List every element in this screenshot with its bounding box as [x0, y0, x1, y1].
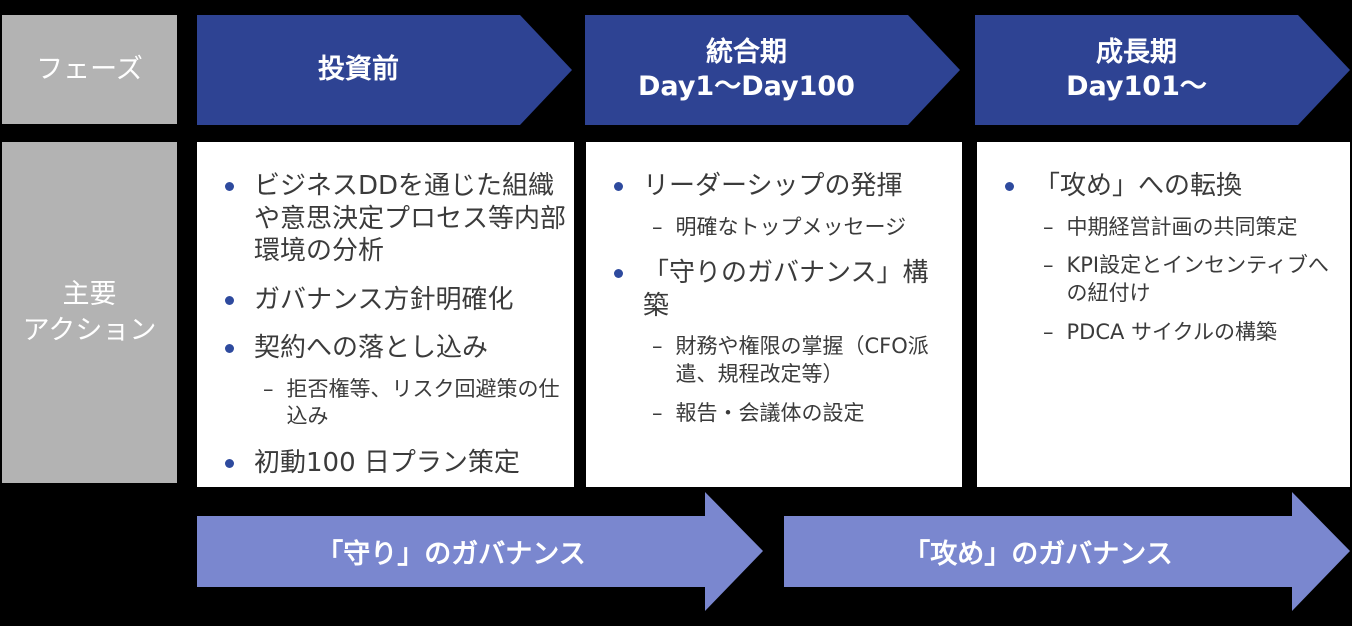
bullet-dot-icon	[614, 269, 623, 279]
actions-list: 「攻め」への転換–中期経営計画の共同策定–KPI設定とインセンティブへの紐付け–…	[999, 170, 1342, 346]
dash-icon: –	[652, 400, 663, 425]
dash-icon: –	[652, 214, 663, 239]
action-bullet-item: リーダーシップの発揮	[608, 170, 954, 203]
actions-list: ビジネスDDを通じた組織や意思決定プロセス等内部環境の分析ガバナンス方針明確化契…	[219, 170, 566, 479]
offensive-governance-label: 「攻め」のガバナンス	[903, 539, 1173, 570]
bullet-dot-icon	[225, 458, 234, 468]
phase-row-label: フェーズ	[2, 15, 177, 124]
action-sub-item: –財務や権限の掌握（CFO派遣、規程改定等）	[608, 333, 954, 388]
phase-arrow-title-line: 統合期	[706, 37, 787, 69]
action-bullet-item: 「攻め」への転換	[999, 170, 1342, 203]
dash-icon: –	[652, 334, 663, 359]
phase-arrow-title-line: Day1〜Day100	[638, 71, 855, 102]
action-text: 報告・会議体の設定	[675, 400, 865, 425]
action-text: 初動100 日プラン策定	[254, 447, 520, 478]
offensive-governance-arrow: 「攻め」のガバナンス	[784, 492, 1350, 611]
bullet-dot-icon	[225, 182, 234, 191]
action-sub-item: –拒否権等、リスク回避策の仕込み	[219, 376, 566, 431]
phase-arrow-title-line: 投資前	[318, 54, 399, 86]
action-text: 財務や権限の掌握（CFO派遣、規程改定等）	[675, 334, 929, 386]
action-text: KPI設定とインセンティブへの紐付け	[1066, 253, 1329, 305]
dash-icon: –	[1043, 253, 1054, 278]
dash-icon: –	[263, 376, 274, 401]
action-text: リーダーシップの発揮	[643, 171, 903, 201]
action-bullet-item: ガバナンス方針明確化	[219, 284, 566, 317]
action-text: 契約への落とし込み	[254, 333, 489, 363]
phase-arrow-title-line: Day101〜	[1066, 71, 1207, 102]
action-text: 「攻め」への転換	[1034, 171, 1243, 201]
phase-arrow-title-line: 成長期	[1096, 37, 1177, 69]
action-text: ガバナンス方針明確化	[254, 284, 514, 315]
phase-arrow-pre-investment: 投資前	[197, 15, 572, 125]
action-sub-item: –中期経営計画の共同策定	[999, 214, 1342, 242]
action-sub-item: –報告・会議体の設定	[608, 400, 954, 428]
bullet-dot-icon	[1005, 182, 1014, 191]
actions-list: リーダーシップの発揮–明確なトップメッセージ「守りのガバナンス」構築–財務や権限…	[608, 170, 954, 427]
actions-row-label-line1: 主要	[62, 279, 117, 311]
actions-row-label-line2: アクション	[22, 314, 157, 346]
defensive-governance-label: 「守り」のガバナンス	[316, 539, 586, 570]
bullet-dot-icon	[225, 344, 234, 353]
action-bullet-item: 初動100 日プラン策定	[219, 447, 566, 480]
action-bullet-item: 契約への落とし込み	[219, 332, 566, 365]
defensive-governance-arrow: 「守り」のガバナンス	[197, 492, 763, 611]
action-text: 「守りのガバナンス」構築	[643, 258, 929, 321]
action-text: 明確なトップメッセージ	[675, 214, 907, 239]
phase-arrow-integration: 統合期 Day1〜Day100	[585, 15, 960, 125]
dash-icon: –	[1043, 214, 1054, 239]
action-text: PDCA サイクルの構築	[1066, 319, 1278, 344]
action-sub-item: –PDCA サイクルの構築	[999, 319, 1342, 347]
action-bullet-item: ビジネスDDを通じた組織や意思決定プロセス等内部環境の分析	[219, 170, 566, 268]
bullet-dot-icon	[614, 182, 623, 191]
phase-arrow-growth: 成長期 Day101〜	[975, 15, 1350, 125]
action-sub-item: –KPI設定とインセンティブへの紐付け	[999, 252, 1342, 307]
actions-box-growth: 「攻め」への転換–中期経営計画の共同策定–KPI設定とインセンティブへの紐付け–…	[977, 142, 1350, 487]
action-text: 中期経営計画の共同策定	[1066, 214, 1298, 239]
action-text: ビジネスDDを通じた組織や意思決定プロセス等内部環境の分析	[254, 171, 567, 266]
actions-row-label: 主要 アクション	[2, 142, 177, 483]
phase-row-label-text: フェーズ	[36, 53, 143, 85]
dash-icon: –	[1043, 319, 1054, 344]
action-sub-item: –明確なトップメッセージ	[608, 214, 954, 242]
bullet-dot-icon	[225, 295, 234, 305]
action-bullet-item: 「守りのガバナンス」構築	[608, 257, 954, 322]
actions-box-pre-investment: ビジネスDDを通じた組織や意思決定プロセス等内部環境の分析ガバナンス方針明確化契…	[197, 142, 574, 487]
actions-box-integration: リーダーシップの発揮–明確なトップメッセージ「守りのガバナンス」構築–財務や権限…	[586, 142, 962, 487]
action-text: 拒否権等、リスク回避策の仕込み	[286, 376, 560, 429]
